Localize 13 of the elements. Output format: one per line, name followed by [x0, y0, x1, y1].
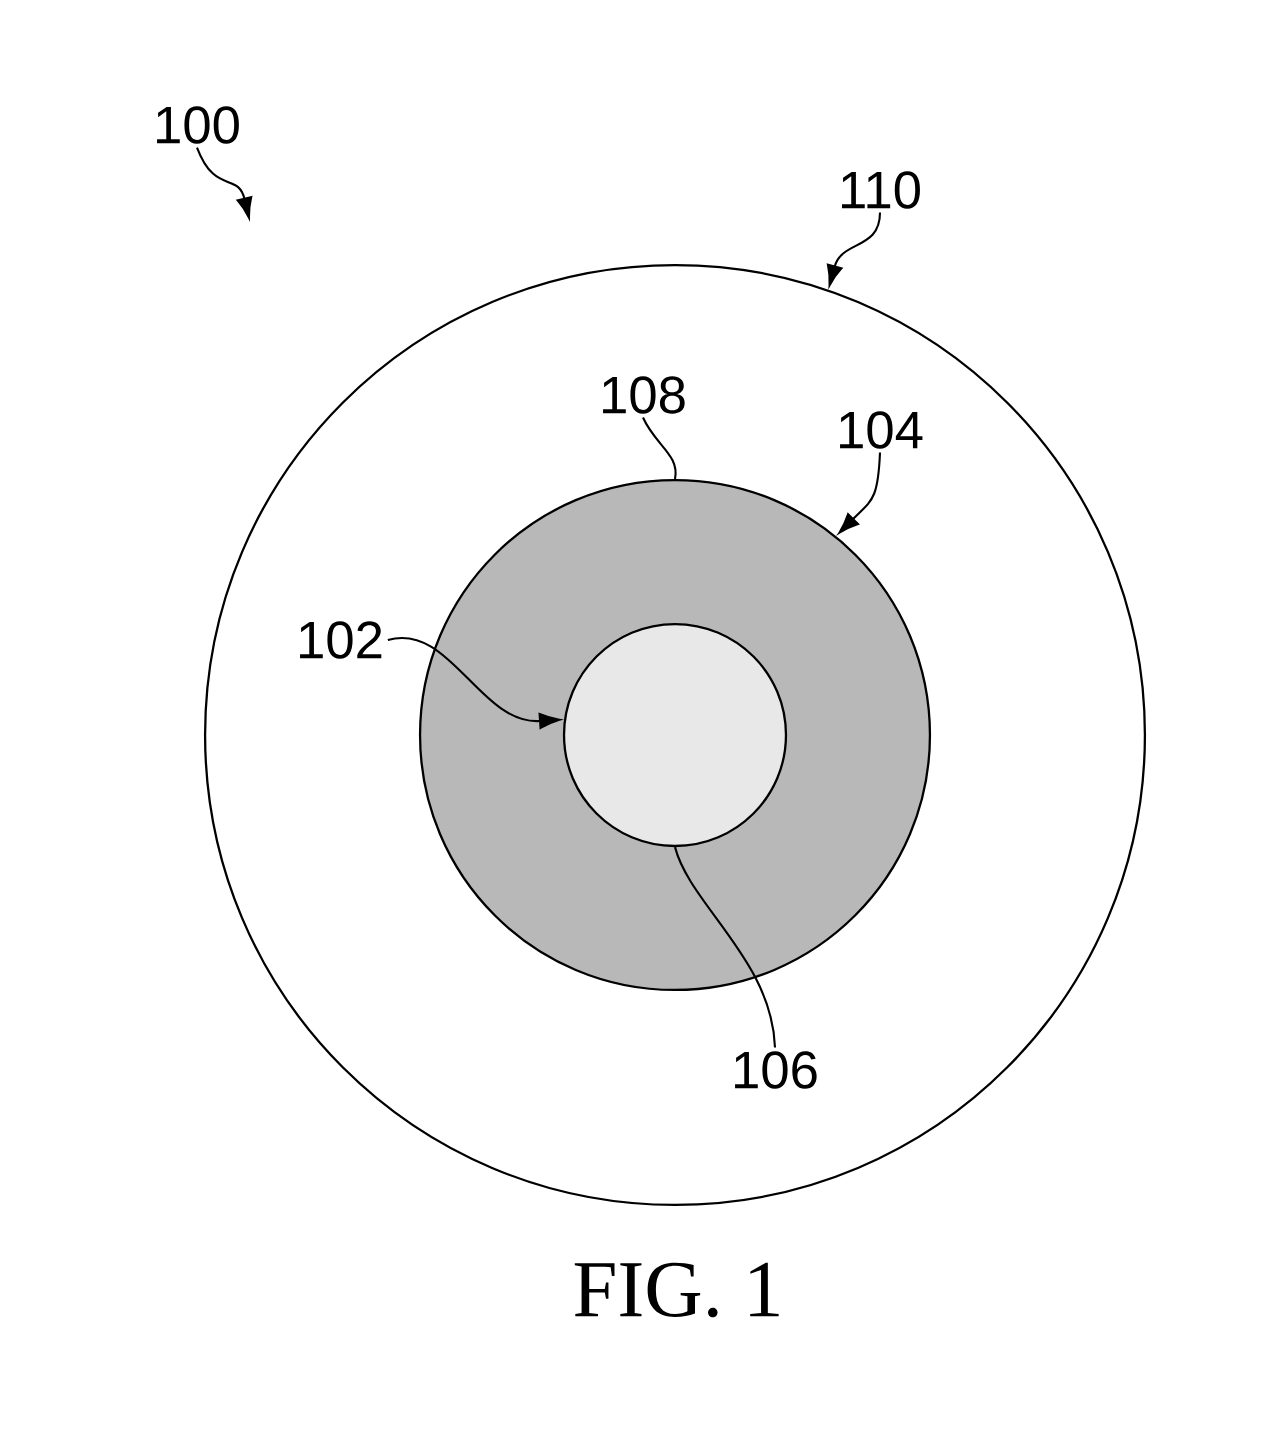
leader-arrow [838, 452, 882, 534]
callout-number: 106 [735, 1051, 817, 1089]
leader-arrow [196, 147, 253, 219]
callout-number: 102 [300, 621, 382, 659]
figure-caption: FIG. 1 [574, 1262, 779, 1318]
callout-number: 108 [603, 376, 685, 414]
leader-line [642, 417, 677, 480]
leader-arrow [826, 212, 882, 287]
core-circle [562, 622, 788, 848]
callout-number: 110 [842, 171, 920, 209]
callout-number: 104 [840, 411, 923, 449]
callout-number: 100 [157, 106, 239, 144]
leader-line [674, 846, 777, 1048]
